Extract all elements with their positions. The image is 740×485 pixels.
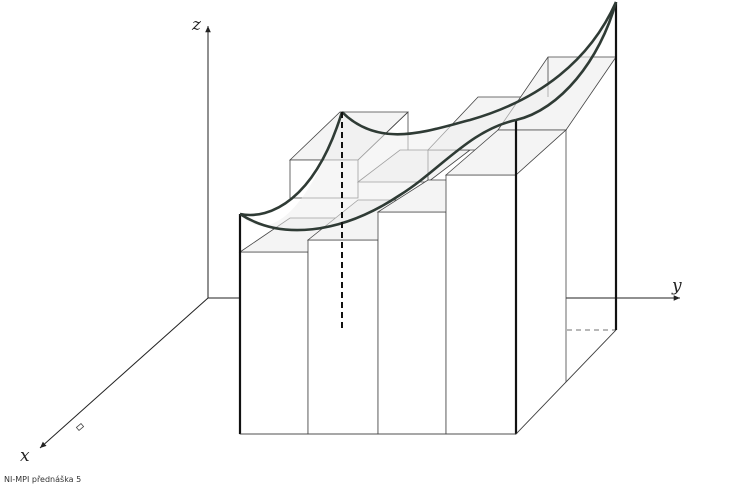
surface-back-curve [341, 1, 618, 136]
prism-3 [377, 211, 447, 435]
x-axis [39, 297, 209, 449]
prism-4-side [515, 129, 567, 435]
prism-4 [445, 174, 517, 435]
x-axis-tick [75, 422, 85, 432]
x-axis-label: x [20, 446, 30, 466]
surface-right-curve [515, 1, 618, 122]
surface-left-curve [239, 111, 344, 217]
z-axis-label: z [191, 15, 202, 35]
front-row-prisms [238, 129, 568, 435]
y-axis-label: y [671, 276, 682, 296]
prism-1 [239, 251, 309, 435]
surface-front-curve [239, 118, 517, 232]
surface-patch [240, 2, 616, 231]
prism-2 [307, 239, 379, 435]
footer-text: NI-MPI přednáška 5 [4, 475, 82, 484]
